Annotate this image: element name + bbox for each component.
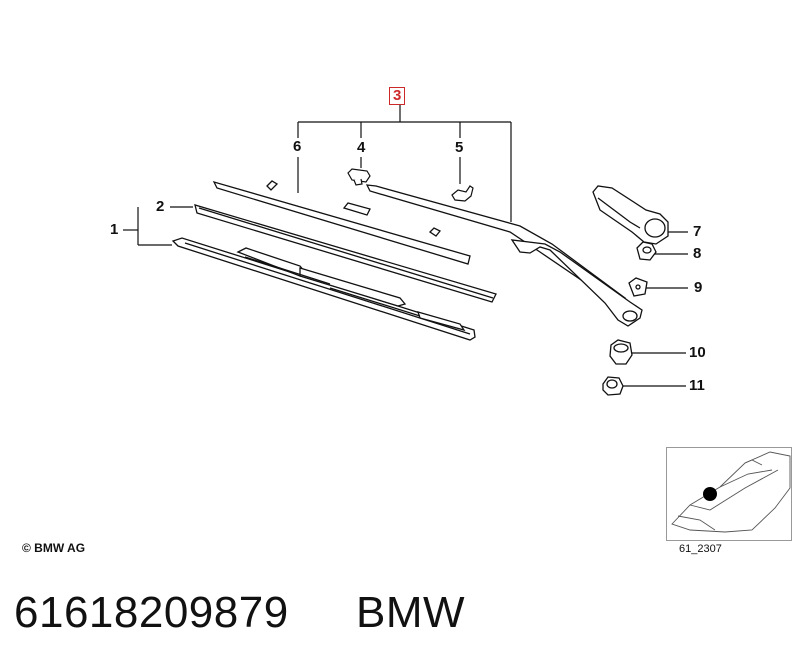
thumbnail-code: 61_2307 [679,543,722,555]
copyright-label: © BMW AG [22,541,86,555]
callout-6: 6 [293,138,302,155]
car-locator-icon [671,451,791,533]
callout-9: 9 [694,279,703,296]
thumbnail-frame [666,447,792,541]
fastener-drawings [602,241,657,396]
leader-lines [123,105,688,387]
brand-label: BMW [356,588,466,637]
clip-drawings [347,168,474,202]
callout-5: 5 [455,139,464,156]
cover-cap-drawing [592,185,669,245]
part-number: 61618209879 [14,588,289,637]
spoiler-drawing [212,180,471,265]
blade-insert-drawing [194,204,497,303]
callout-8: 8 [693,245,702,262]
wiper-blade-drawing [171,237,476,341]
callout-7: 7 [693,223,702,240]
callout-10: 10 [689,344,706,361]
callout-1: 1 [110,221,119,238]
wiper-arm-drawing [365,184,643,327]
callout-11: 11 [689,377,705,394]
callout-4: 4 [357,139,366,156]
callout-2: 2 [156,198,165,215]
callout-3: 3 [389,87,406,105]
